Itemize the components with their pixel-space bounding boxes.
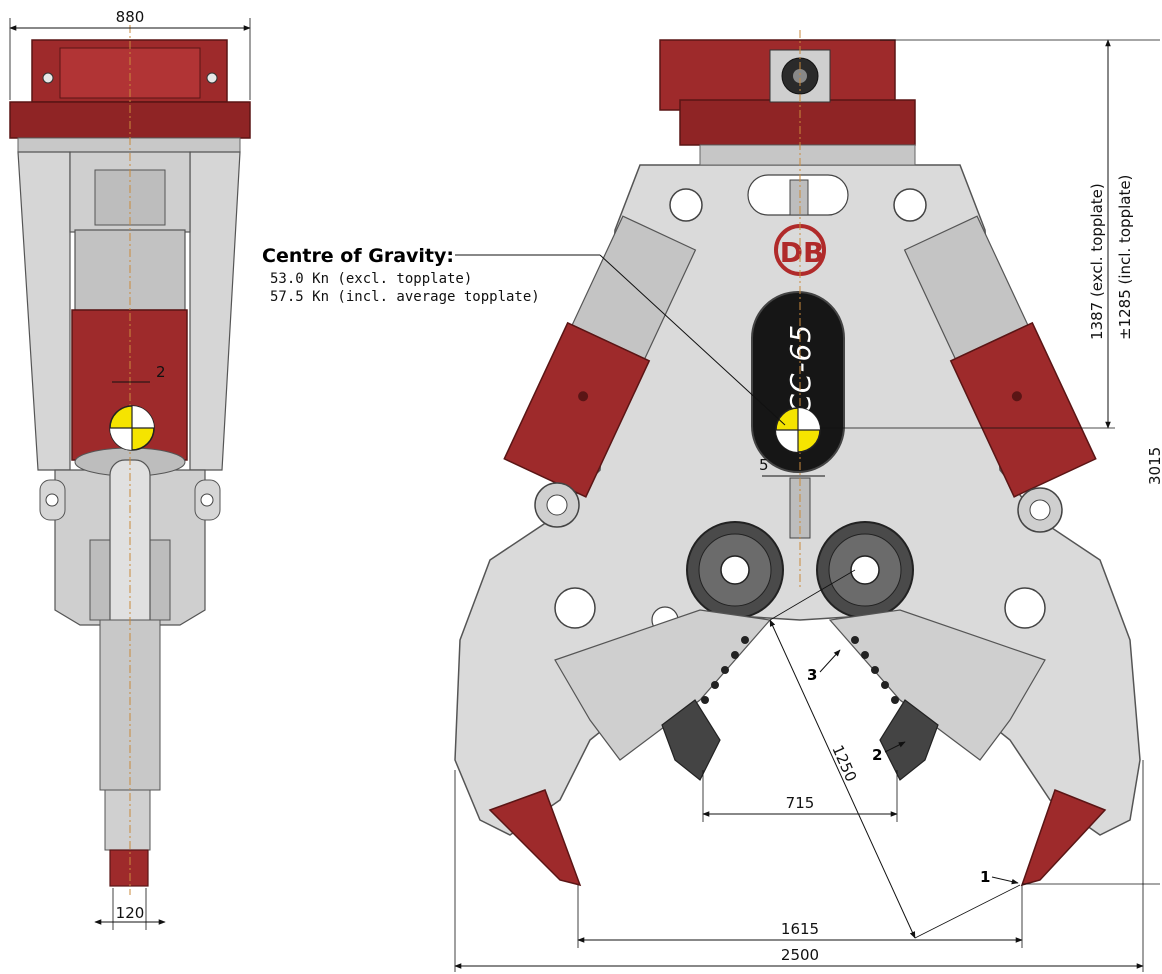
dim-cog-offset-front: 5 bbox=[759, 456, 769, 474]
dim-tip-span: 1615 bbox=[781, 920, 819, 938]
cog-weight-excl: 53.0 Kn (excl. topplate) bbox=[270, 271, 472, 287]
left-jaw bbox=[554, 609, 772, 761]
cog-symbol-front bbox=[775, 407, 821, 453]
model-plate bbox=[751, 291, 845, 473]
dim-height-excl: 1387 (excl. topplate) bbox=[1088, 183, 1106, 340]
dim-cog-offset-side: 2 bbox=[156, 363, 166, 381]
dim-height-incl: ±1285 (incl. topplate) bbox=[1116, 175, 1134, 340]
cog-title: Centre of Gravity: bbox=[262, 245, 454, 267]
front-rotator-flange bbox=[679, 99, 916, 146]
right-pivot-bearing bbox=[816, 521, 914, 619]
callout-1: 1 bbox=[980, 868, 990, 886]
left-tip bbox=[488, 789, 582, 887]
left-pivot-bearing bbox=[686, 521, 784, 619]
front-view: DB DCC-65 bbox=[454, 30, 1141, 887]
logo-text: DB bbox=[780, 236, 825, 269]
cog-annotation: Centre of Gravity: 53.0 Kn (excl. toppla… bbox=[262, 245, 786, 426]
left-blade bbox=[661, 699, 721, 781]
side-view: 880 2 120 bbox=[9, 8, 251, 930]
right-tip bbox=[1020, 789, 1107, 887]
right-cylinder bbox=[903, 215, 1097, 498]
callout-2: 2 bbox=[872, 746, 882, 764]
dim-top-width: 880 bbox=[116, 8, 145, 26]
callout-3: 3 bbox=[807, 666, 817, 684]
dim-jaw-length: 1250 bbox=[828, 742, 860, 784]
left-cylinder bbox=[503, 215, 697, 498]
dim-jaw-gap: 715 bbox=[786, 794, 815, 812]
side-jaw-tip bbox=[109, 849, 149, 887]
dim-overall-width: 2500 bbox=[781, 946, 819, 964]
dim-bottom-width: 120 bbox=[116, 904, 145, 922]
dim-overall-height: 3015 bbox=[1146, 447, 1162, 485]
callouts: 1 2 3 bbox=[807, 649, 1019, 886]
cog-weight-incl: 57.5 Kn (incl. average topplate) bbox=[270, 289, 540, 305]
cog-symbol-side bbox=[109, 405, 155, 451]
